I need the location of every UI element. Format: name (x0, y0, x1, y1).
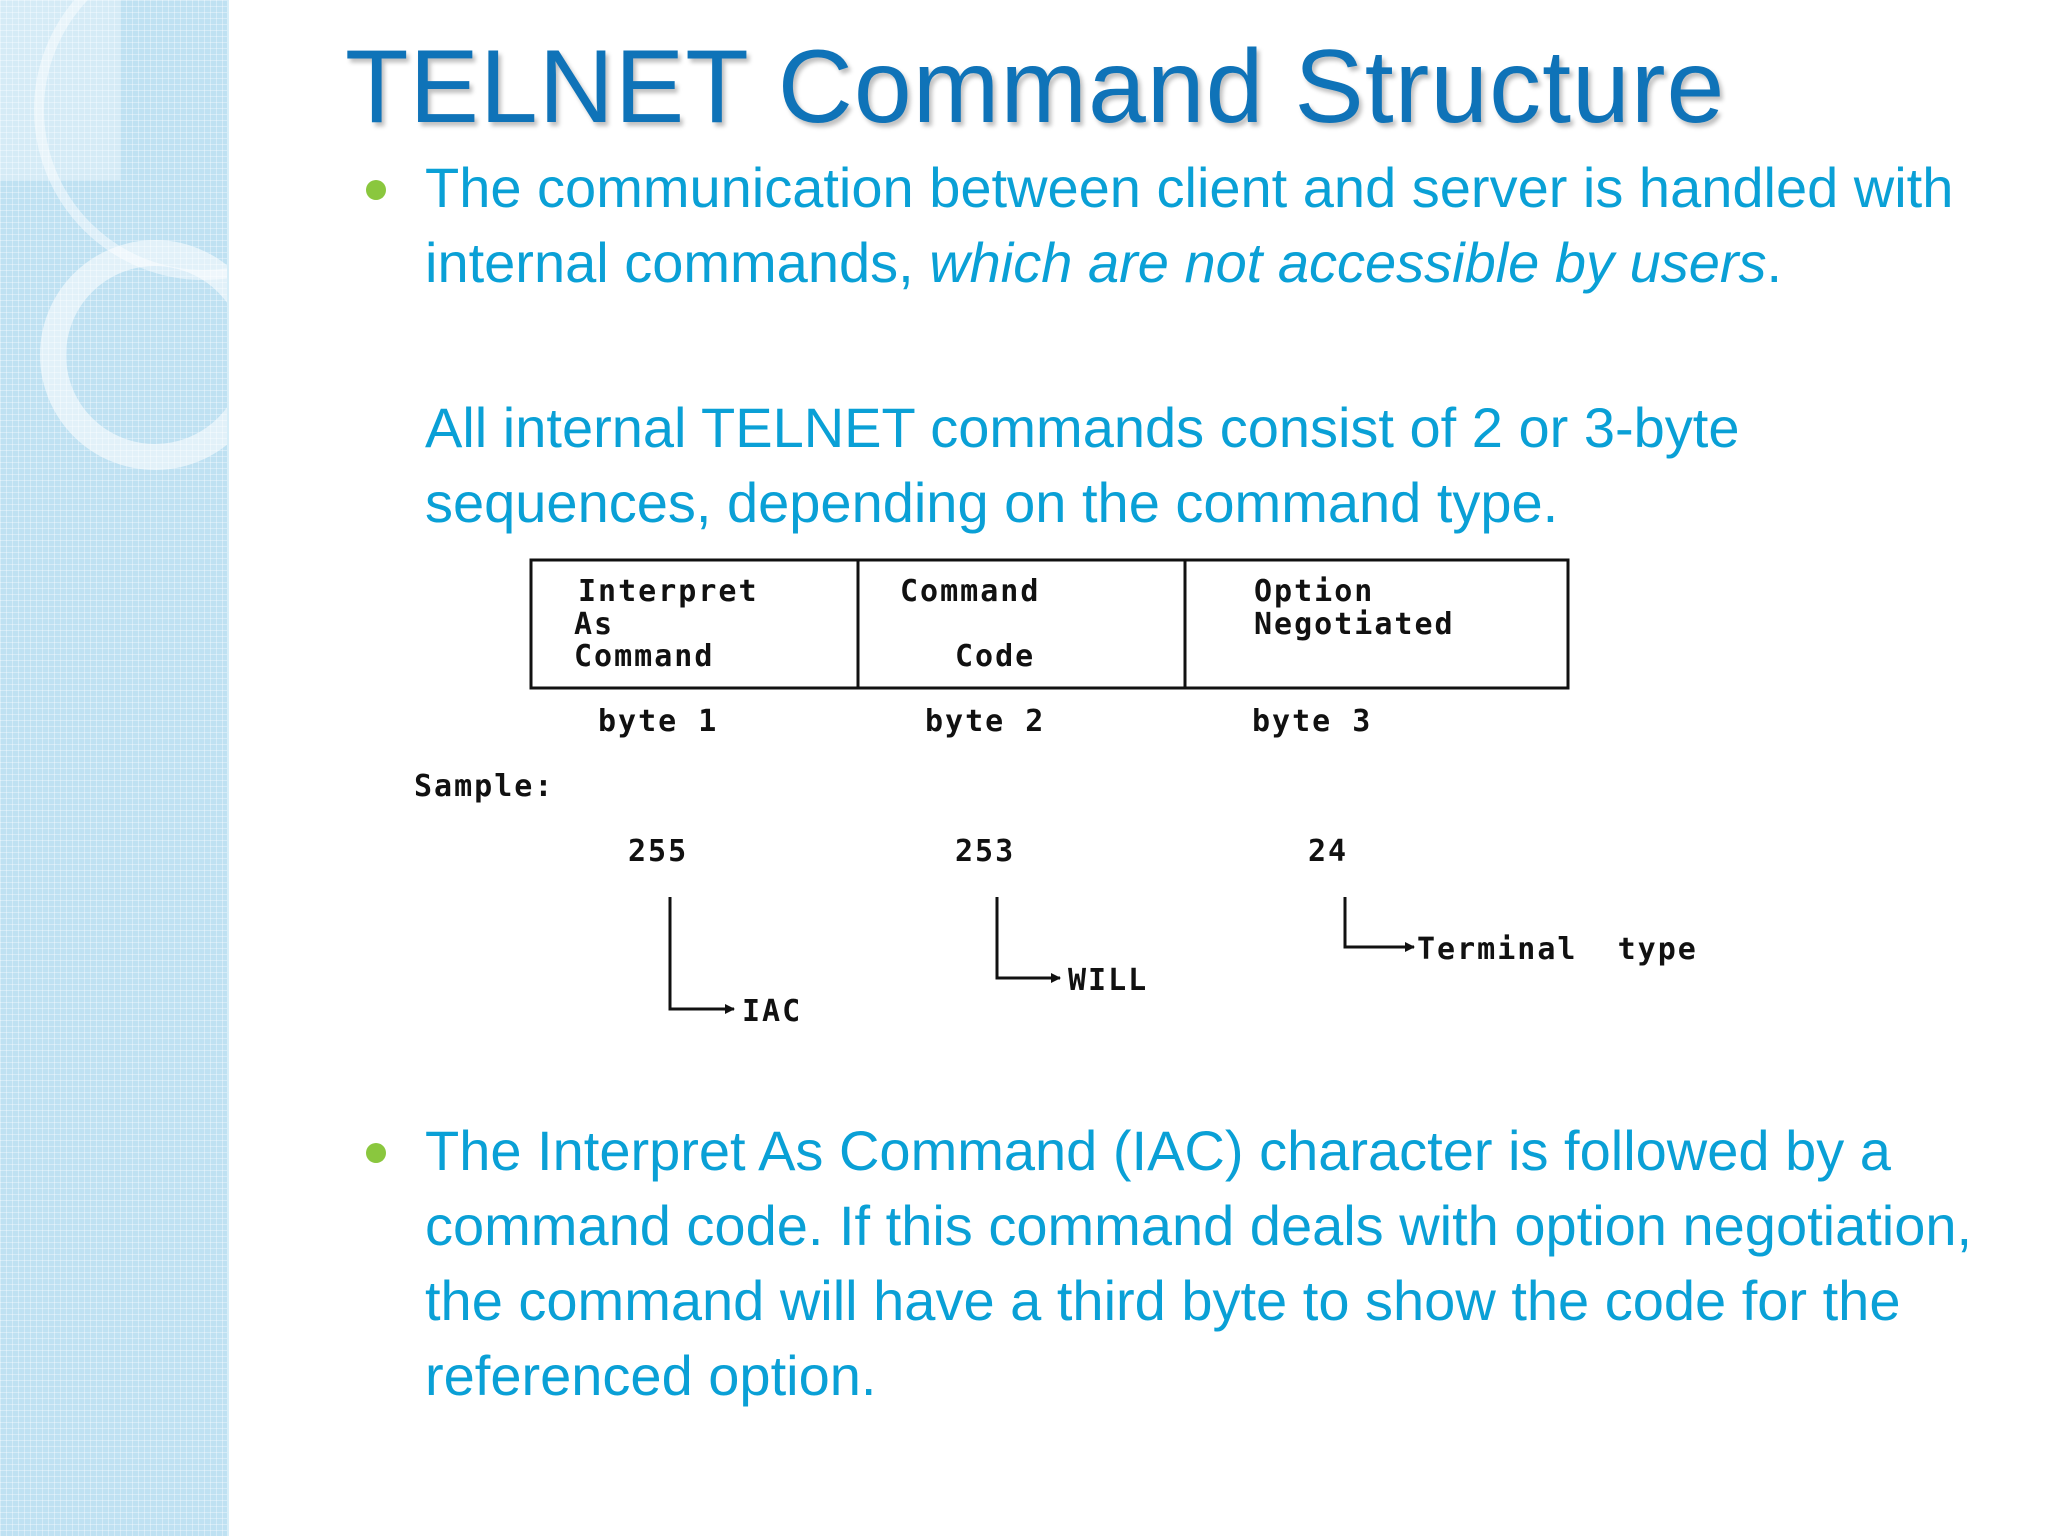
decorative-ring-large (34, 0, 227, 280)
arrow-terminal-type (1343, 897, 1415, 952)
byte-table-border (529, 558, 1570, 690)
meaning-will: WILL (1068, 963, 1148, 998)
cell-command-line1: Command (900, 574, 1040, 609)
arrow-will (995, 897, 1061, 983)
byte-3-label: byte 3 (1252, 704, 1372, 739)
byte-1-label: byte 1 (598, 704, 718, 739)
bullet-text-1-italic: which are not accessible by users (929, 231, 1767, 294)
meaning-terminal-type: Terminal type (1417, 932, 1698, 967)
cell-option-line1: Option (1254, 574, 1374, 609)
bullet-dot-1 (366, 180, 386, 200)
bullet-text-1: The communication between client and ser… (425, 150, 1985, 300)
sample-value-24: 24 (1308, 834, 1348, 869)
paragraph-2: All internal TELNET commands consist of … (425, 396, 1740, 534)
arrow-iac (668, 897, 735, 1014)
cell-option-line2: Negotiated (1254, 607, 1455, 642)
cell-iac-line3: Command (574, 639, 714, 674)
decorative-ring-small (40, 240, 227, 470)
bullet-text-1-part1: The communication between client and ser… (425, 156, 1954, 294)
bullet-text-1-part2: . (1766, 231, 1783, 294)
bullet-dot-2 (366, 1143, 386, 1163)
cell-iac-line1: Interpret (578, 574, 759, 609)
meaning-iac: IAC (742, 994, 802, 1029)
cell-command-line2: Code (955, 639, 1035, 674)
byte-2-label: byte 2 (925, 704, 1045, 739)
sample-value-255: 255 (628, 834, 688, 869)
decorative-sidebar (0, 0, 229, 1536)
bullet-text-2: The Interpret As Command (IAC) character… (425, 1119, 1973, 1407)
command-structure-diagram: Interpret As Command Command Code Option… (414, 558, 1698, 1029)
slide-title: TELNET Command Structure (345, 29, 1726, 145)
sample-label: Sample: (414, 769, 554, 804)
sample-value-253: 253 (955, 834, 1015, 869)
cell-iac-line2: As (574, 607, 614, 642)
